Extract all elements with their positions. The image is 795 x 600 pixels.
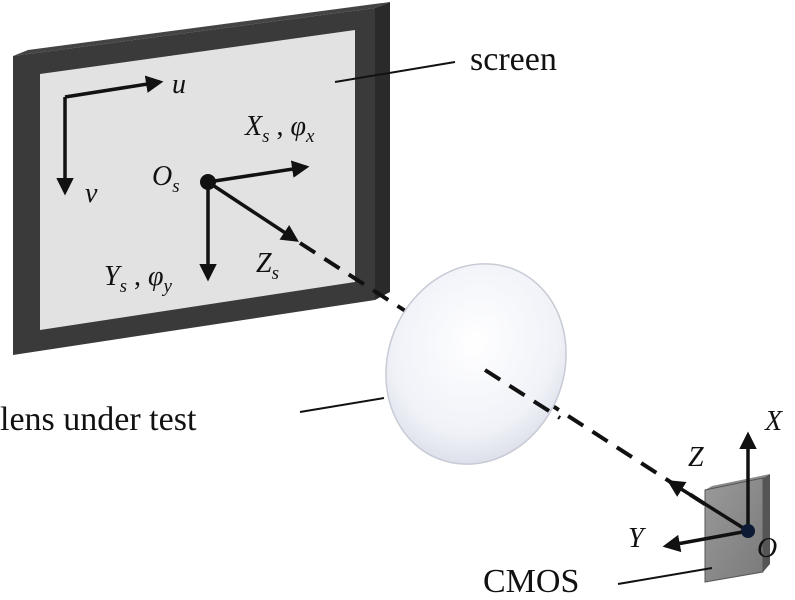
cmos-y-axis-arrow (662, 529, 749, 553)
os-label: Os (152, 161, 180, 197)
xs-phix-label: Xs , φx (244, 111, 315, 147)
cmos-x-label: X (764, 406, 783, 437)
screen-leader-line (334, 61, 456, 83)
lens-label: lens under test (0, 401, 197, 438)
zs-axis-arrow (207, 180, 299, 242)
screen-panel (13, 2, 390, 355)
screen-frame-side (375, 2, 390, 300)
cmos-origin-point (741, 524, 755, 538)
cmos-side (763, 474, 770, 572)
cmos-z-axis-arrow (667, 480, 749, 533)
cmos-label: CMOS (483, 563, 579, 600)
origin-os-point (200, 174, 216, 190)
cmos-leader-line (617, 567, 713, 585)
lens-leader-line (299, 397, 385, 413)
u-axis-label: u (172, 69, 186, 100)
cmos-sensor (704, 474, 770, 583)
xs-axis-arrow (207, 160, 310, 184)
cmos-origin-label: O (757, 533, 777, 564)
v-axis-label: v (85, 178, 98, 209)
cmos-z-label: Z (688, 442, 704, 473)
ys-phiy-label: Ys , φy (104, 261, 172, 297)
screen-label: screen (470, 41, 557, 78)
lens-disc (385, 263, 567, 465)
zs-label: Zs (256, 248, 279, 284)
screen-frame-top (13, 2, 390, 56)
optical-axis-dashed-front (483, 368, 562, 420)
screen-surface (40, 30, 355, 330)
cmos-top (705, 474, 770, 490)
cmos-y-label: Y (628, 523, 647, 554)
u-axis-arrow (64, 75, 164, 99)
